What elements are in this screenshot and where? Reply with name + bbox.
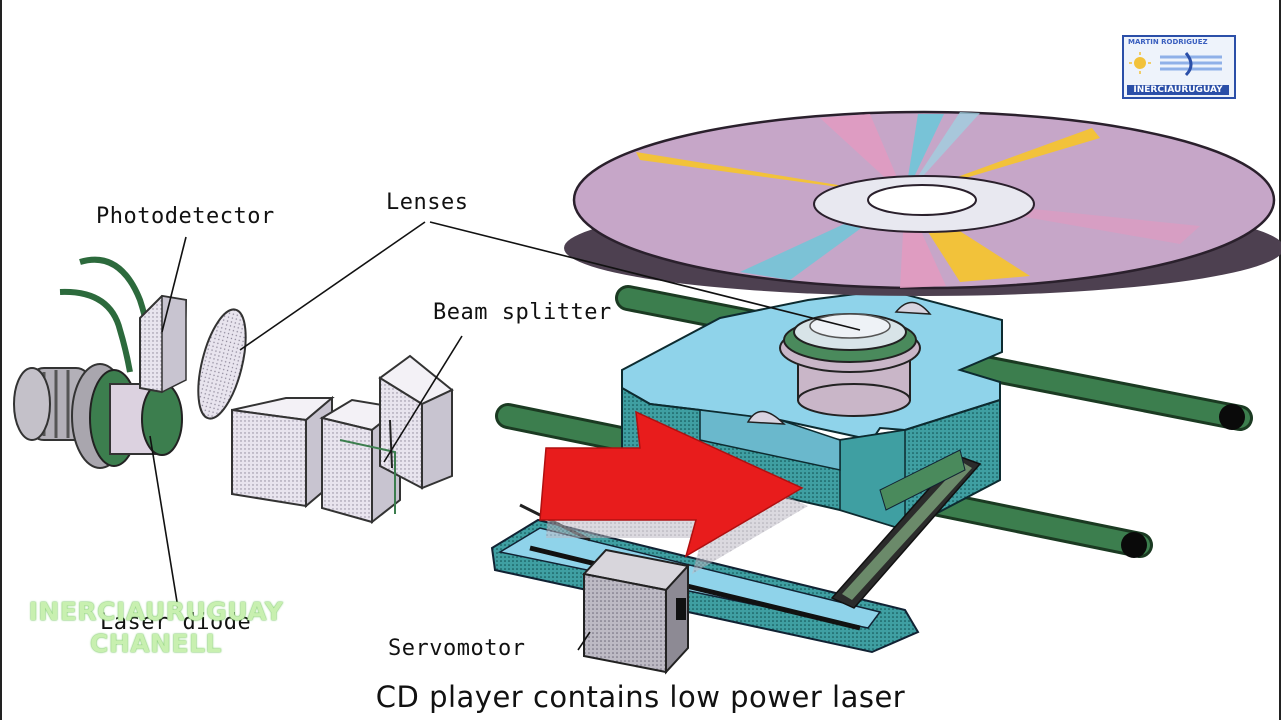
beam-splitter (319, 354, 454, 525)
left-border (0, 0, 2, 720)
beam-splitter-label: Beam splitter (433, 300, 612, 325)
lenses-label: Lenses (386, 190, 469, 215)
leader-lines (149, 221, 861, 651)
channel-watermark: INERCIAURUGUAY CHANELL (20, 596, 292, 660)
compact-disc (564, 110, 1281, 296)
laser-diode-label: Laser diode (100, 610, 252, 635)
side-rail (830, 449, 982, 609)
servomotor (582, 548, 690, 675)
logo-bottom-text: INERCIAURUGUAY (1127, 85, 1229, 95)
logo-top-text: MARTIN RODRIGUEZ (1128, 38, 1208, 46)
lens-element (197, 308, 247, 420)
photodetector (59, 256, 188, 394)
prism (231, 395, 335, 509)
photodetector-label: Photodetector (96, 204, 275, 229)
right-border (1279, 0, 1281, 720)
diagram-caption: CD player contains low power laser (375, 680, 906, 714)
objective-lens-assembly (779, 313, 921, 417)
laser-diode (13, 363, 183, 469)
channel-logo: MARTIN RODRIGUEZ INERCIAURUGUAY (1122, 35, 1236, 99)
sled-base (490, 503, 920, 654)
watermark-line-1: INERCIAURUGUAY (28, 597, 284, 626)
watermark-line-2: CHANELL (90, 629, 222, 658)
servomotor-label: Servomotor (388, 636, 526, 661)
movement-arrow (539, 410, 808, 574)
logo-emblem-icon (1129, 52, 1222, 77)
